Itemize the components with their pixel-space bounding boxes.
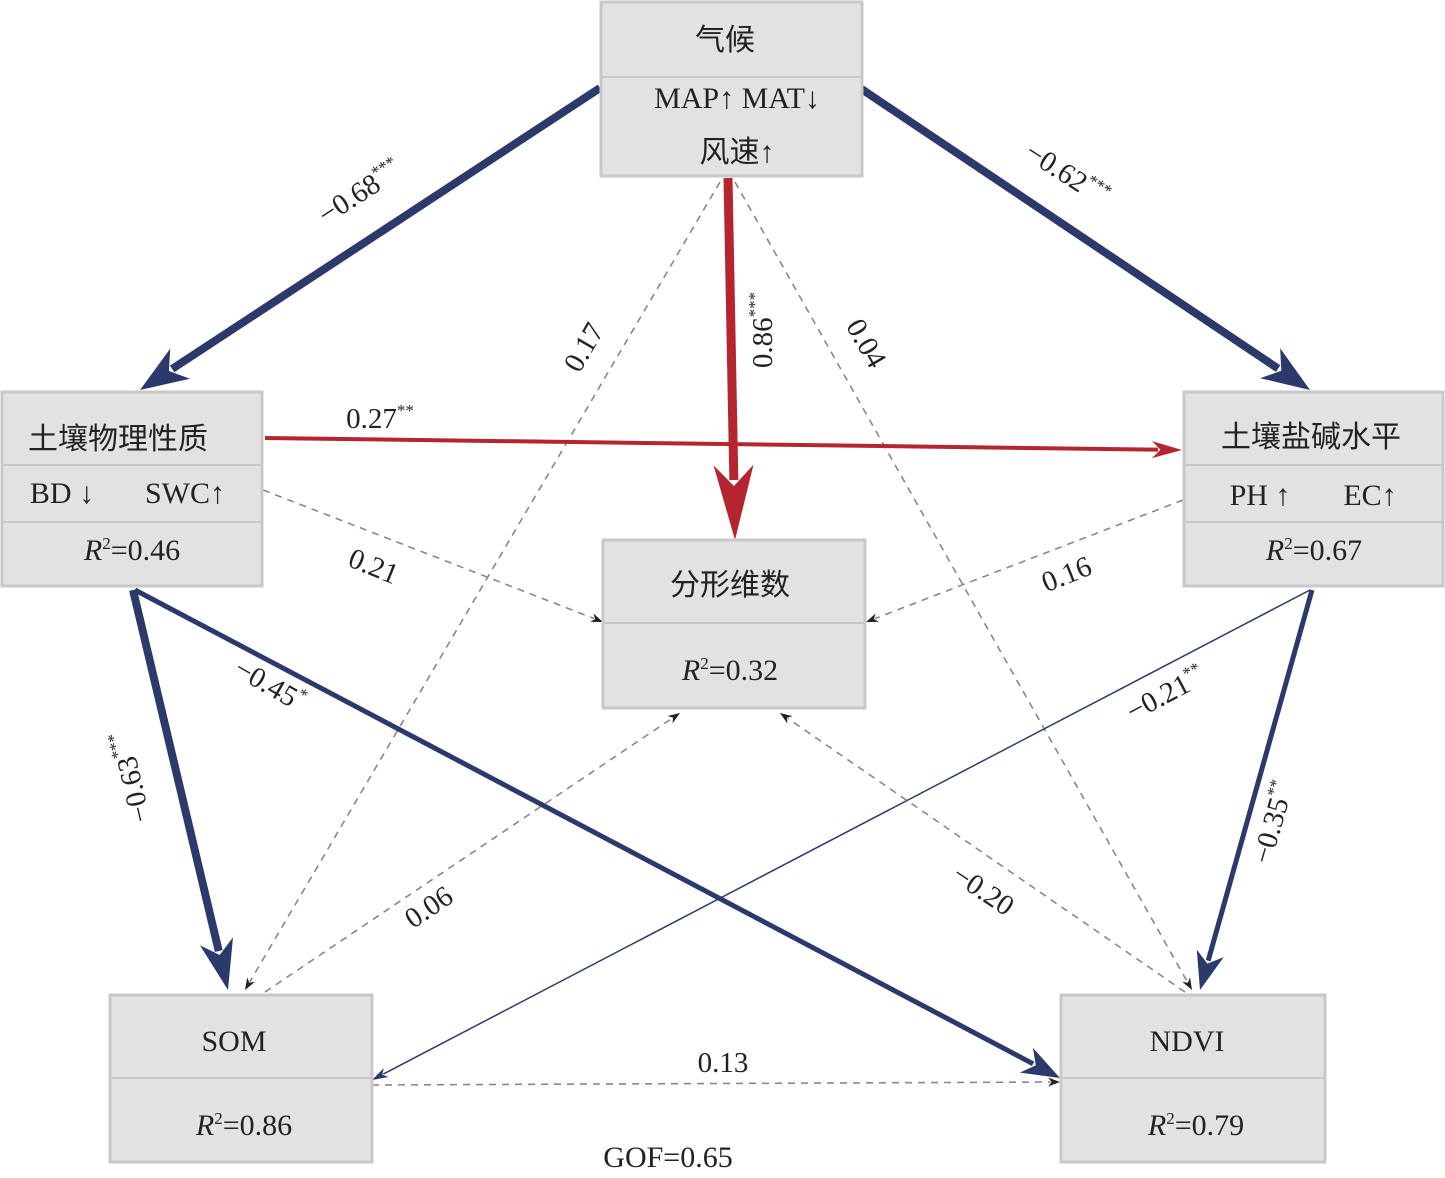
node-soil-physical: 土壤物理性质 BD ↓ SWC↑ R2=0.46 — [0, 390, 264, 588]
arrowhead-icon — [1196, 949, 1224, 990]
path-coefficient-label: −0.35** — [1244, 777, 1300, 867]
path-coefficient-label: −0.20 — [946, 859, 1020, 923]
goodness-of-fit: GOF=0.65 — [603, 1141, 732, 1174]
path-coefficient-label: 0.04 — [839, 314, 892, 374]
arrowhead-icon — [1151, 441, 1182, 459]
node-title: 土壤盐碱水平 — [1221, 421, 1401, 454]
path-physical-to-salinity: 0.27** — [264, 401, 1182, 459]
climate-variables: MAP↑ MAT↓ — [654, 82, 820, 115]
path-som-to-fractal: 0.06 — [264, 713, 680, 993]
path-line — [382, 589, 1311, 1075]
path-coefficient-label: 0.17 — [558, 318, 611, 378]
path-climate-to-physical: −0.68*** — [140, 84, 603, 390]
path-line — [129, 589, 223, 953]
node-title: NDVI — [1150, 1025, 1225, 1058]
path-climate-to-fractal: 0.86*** — [713, 177, 779, 540]
path-salinity-to-ndvi: −0.35** — [1196, 589, 1315, 990]
arrowhead-icon — [866, 613, 879, 622]
path-som-to-ndvi: 0.13 — [371, 1047, 1060, 1087]
path-physical-to-som: −0.63*** — [103, 589, 233, 990]
arrowhead-icon — [667, 713, 680, 724]
path-salinity-to-fractal: 0.16 — [866, 499, 1184, 622]
r-squared: R2=0.86 — [195, 1109, 292, 1142]
r-squared: R2=0.46 — [83, 534, 180, 567]
path-coefficient-label: 0.13 — [698, 1047, 749, 1079]
r-squared: R2=0.67 — [1265, 534, 1362, 567]
path-line — [264, 717, 673, 993]
path-coefficient-label: 0.21 — [344, 542, 403, 591]
path-line — [874, 499, 1184, 620]
path-line — [371, 1081, 1051, 1086]
variable-ec: EC↑ — [1343, 479, 1396, 512]
path-physical-to-fractal: 0.21 — [262, 489, 603, 622]
path-line — [249, 181, 721, 983]
node-title: 分形维数 — [670, 569, 790, 602]
path-line — [857, 84, 1281, 372]
arrowhead-icon — [140, 348, 191, 390]
path-line — [723, 177, 739, 481]
path-line — [734, 181, 1188, 983]
arrowhead-icon — [372, 1068, 389, 1080]
variable-ph: PH ↑ — [1230, 479, 1291, 512]
path-line — [262, 489, 595, 620]
climate-wind: 风速↑ — [700, 136, 775, 169]
r-squared: R2=0.32 — [681, 654, 778, 687]
path-climate-to-salinity: −0.62*** — [857, 84, 1310, 390]
path-line — [1205, 589, 1315, 962]
path-coefficient-label: −0.63*** — [103, 728, 157, 826]
path-line — [169, 84, 603, 373]
path-coefficient-label: −0.21** — [1120, 658, 1210, 728]
arrowhead-icon — [1047, 1077, 1060, 1087]
arrowhead-icon — [199, 937, 233, 990]
arrowhead-icon — [1182, 977, 1192, 990]
r-squared: R2=0.79 — [1147, 1109, 1244, 1142]
path-coefficient-label: 0.27** — [346, 401, 414, 435]
node-ndvi: NDVI R2=0.79 — [1059, 993, 1327, 1164]
node-fractal-dimension: 分形维数 R2=0.32 — [601, 538, 867, 710]
node-title: SOM — [201, 1025, 266, 1058]
path-line — [264, 436, 1159, 452]
path-coefficient-label: 0.06 — [399, 880, 459, 935]
arrowhead-icon — [245, 977, 255, 990]
arrowhead-icon — [780, 713, 793, 724]
node-title: 土壤物理性质 — [28, 423, 208, 456]
arrowhead-icon — [1019, 1047, 1060, 1078]
variable-swc: SWC↑ — [145, 477, 225, 510]
path-line — [787, 717, 1186, 993]
node-som: SOM R2=0.86 — [108, 993, 374, 1164]
path-coefficient-label: 0.16 — [1037, 550, 1096, 599]
arrowhead-icon — [1260, 348, 1310, 390]
arrowhead-icon — [590, 613, 603, 622]
path-line — [133, 587, 1035, 1067]
variable-bd: BD ↓ — [30, 477, 94, 510]
node-climate: 气候 MAP↑ MAT↓ 风速↑ — [599, 0, 864, 178]
node-title: 气候 — [695, 24, 755, 57]
path-coefficient-label: 0.86*** — [745, 292, 779, 368]
node-soil-salinity: 土壤盐碱水平 PH ↑ EC↑ R2=0.67 — [1182, 390, 1445, 588]
arrowhead-icon — [713, 464, 754, 540]
path-ndvi-to-fractal: −0.20 — [780, 713, 1186, 993]
